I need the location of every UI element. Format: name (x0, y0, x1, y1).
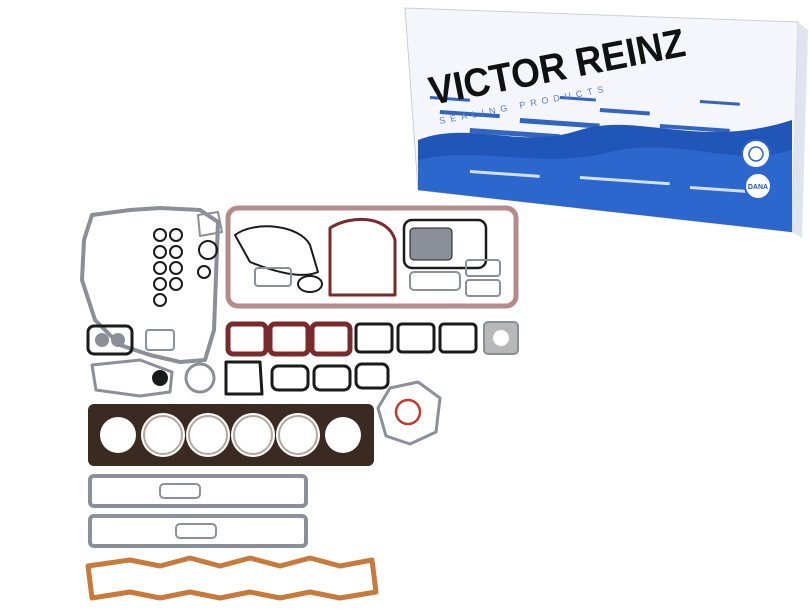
intake-gaskets (86, 321, 519, 357)
certification-logo (741, 139, 771, 169)
oil-pan-gasket (225, 205, 519, 309)
cork-gasket (85, 555, 379, 601)
valve-cover-gasket-upper (88, 474, 308, 508)
dana-logo: DANA (744, 172, 772, 200)
gasket-set (80, 205, 519, 601)
valve-cover-gasket-lower (88, 514, 308, 548)
cylinder-head-gasket (88, 404, 374, 466)
misc-gaskets (90, 358, 442, 446)
o-ring-set (153, 228, 218, 307)
timing-cover-gasket (80, 206, 220, 364)
product-box: VICTOR REINZ SEALING PRODUCTS DANA (404, 7, 808, 238)
dana-badge-text: DANA (748, 184, 768, 191)
